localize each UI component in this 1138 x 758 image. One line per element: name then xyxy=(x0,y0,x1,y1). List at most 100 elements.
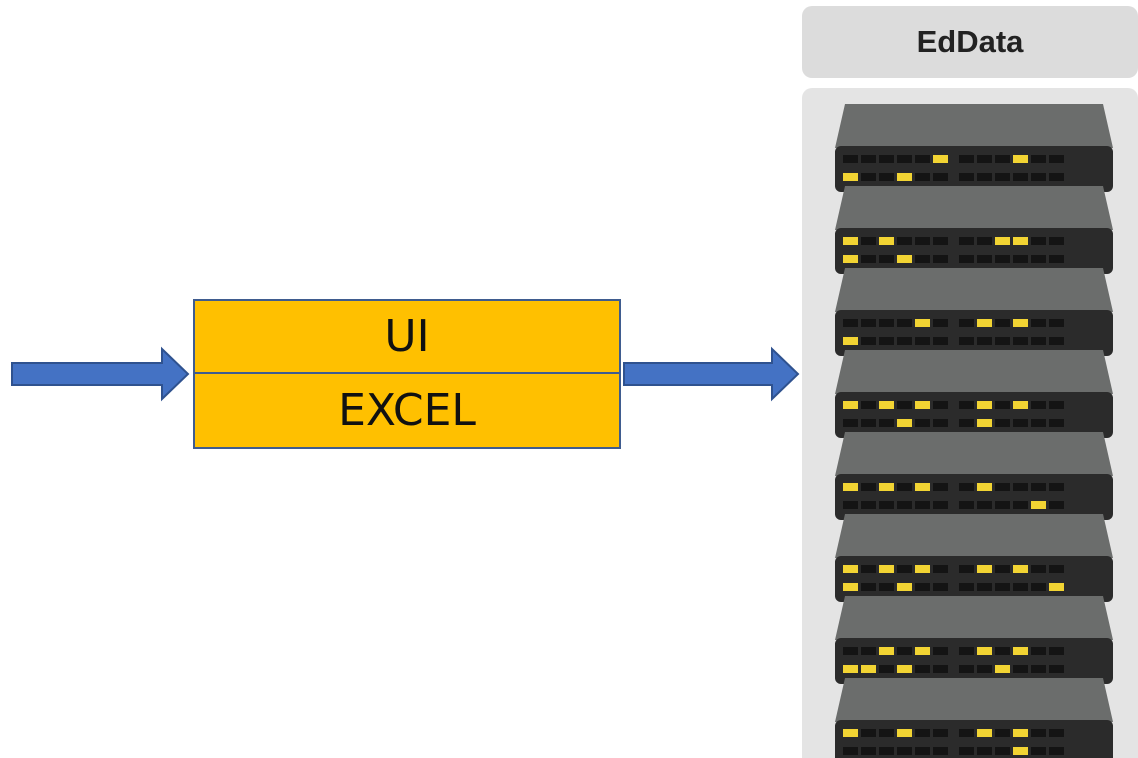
led-indicator-off xyxy=(861,319,876,327)
led-indicator-off xyxy=(879,319,894,327)
ui-label: UI xyxy=(384,311,430,362)
led-indicator-off xyxy=(861,565,876,573)
led-indicator-off xyxy=(861,483,876,491)
led-indicator-off xyxy=(1013,173,1028,181)
led-indicator-off xyxy=(959,665,974,673)
led-indicator-off xyxy=(879,255,894,263)
led-indicator-off xyxy=(879,419,894,427)
led-indicator-off xyxy=(933,401,948,409)
led-indicator-off xyxy=(1031,665,1046,673)
led-indicator-off xyxy=(879,729,894,737)
server-unit xyxy=(835,350,1113,438)
led-indicator-off xyxy=(977,237,992,245)
led-indicator-off xyxy=(933,483,948,491)
led-indicator-off xyxy=(915,729,930,737)
led-indicator-off xyxy=(897,483,912,491)
led-indicator-off xyxy=(933,237,948,245)
server-unit xyxy=(835,596,1113,684)
led-indicator-off xyxy=(879,501,894,509)
led-indicator-on xyxy=(1013,747,1028,755)
led-indicator-off xyxy=(861,337,876,345)
led-indicator-on xyxy=(897,665,912,673)
server-unit xyxy=(835,268,1113,356)
led-indicator-off xyxy=(1031,155,1046,163)
server-unit xyxy=(835,186,1113,274)
led-indicator-off xyxy=(1031,483,1046,491)
led-indicator-on xyxy=(879,647,894,655)
server-front-panel xyxy=(835,310,1113,356)
excel-label: EXCEL xyxy=(338,385,476,436)
led-indicator-on xyxy=(843,729,858,737)
led-indicator-off xyxy=(1049,565,1064,573)
led-indicator-off xyxy=(933,647,948,655)
led-indicator-off xyxy=(1049,747,1064,755)
led-indicator-on xyxy=(861,665,876,673)
led-indicator-on xyxy=(1013,319,1028,327)
led-indicator-on xyxy=(843,255,858,263)
ui-box: UI xyxy=(193,299,621,374)
server-top-face xyxy=(835,596,1113,640)
server-top-face xyxy=(835,186,1113,230)
led-indicator-off xyxy=(897,155,912,163)
led-indicator-on xyxy=(977,483,992,491)
led-indicator-on xyxy=(915,319,930,327)
led-indicator-on xyxy=(977,647,992,655)
led-indicator-off xyxy=(959,501,974,509)
led-indicator-off xyxy=(1031,729,1046,737)
led-indicator-on xyxy=(1013,237,1028,245)
led-indicator-off xyxy=(933,337,948,345)
led-indicator-off xyxy=(1049,665,1064,673)
led-indicator-on xyxy=(897,255,912,263)
led-indicator-off xyxy=(995,747,1010,755)
led-indicator-on xyxy=(1013,401,1028,409)
led-indicator-off xyxy=(1049,483,1064,491)
server-front-panel xyxy=(835,556,1113,602)
led-indicator-off xyxy=(959,255,974,263)
led-indicator-on xyxy=(897,173,912,181)
led-indicator-off xyxy=(843,419,858,427)
led-indicator-off xyxy=(861,747,876,755)
led-indicator-off xyxy=(933,255,948,263)
led-indicator-off xyxy=(843,747,858,755)
led-indicator-off xyxy=(843,647,858,655)
led-indicator-off xyxy=(1049,319,1064,327)
server-top-face xyxy=(835,104,1113,148)
led-indicator-on xyxy=(915,565,930,573)
led-indicator-off xyxy=(915,583,930,591)
server-front-panel xyxy=(835,474,1113,520)
led-indicator-off xyxy=(933,583,948,591)
server-top-face xyxy=(835,432,1113,476)
led-indicator-off xyxy=(861,729,876,737)
server-front-panel xyxy=(835,392,1113,438)
led-indicator-off xyxy=(915,419,930,427)
led-indicator-off xyxy=(977,583,992,591)
database-header: EdData xyxy=(802,6,1138,78)
led-indicator-off xyxy=(995,483,1010,491)
led-indicator-on xyxy=(843,483,858,491)
led-indicator-on xyxy=(977,729,992,737)
led-indicator-off xyxy=(861,583,876,591)
led-indicator-on xyxy=(977,419,992,427)
led-indicator-off xyxy=(843,155,858,163)
led-indicator-on xyxy=(1013,155,1028,163)
server-unit xyxy=(835,104,1113,192)
led-indicator-off xyxy=(995,583,1010,591)
led-indicator-off xyxy=(915,337,930,345)
led-indicator-off xyxy=(915,255,930,263)
led-indicator-off xyxy=(1031,319,1046,327)
led-indicator-off xyxy=(915,501,930,509)
led-indicator-on xyxy=(915,401,930,409)
led-indicator-off xyxy=(1031,583,1046,591)
led-indicator-off xyxy=(1049,419,1064,427)
led-indicator-off xyxy=(933,173,948,181)
led-indicator-off xyxy=(879,337,894,345)
led-indicator-off xyxy=(1031,419,1046,427)
led-indicator-off xyxy=(1031,237,1046,245)
led-indicator-off xyxy=(959,337,974,345)
led-indicator-off xyxy=(897,237,912,245)
led-indicator-on xyxy=(879,401,894,409)
led-indicator-off xyxy=(843,319,858,327)
led-indicator-off xyxy=(977,337,992,345)
led-indicator-off xyxy=(977,665,992,673)
led-indicator-off xyxy=(933,319,948,327)
